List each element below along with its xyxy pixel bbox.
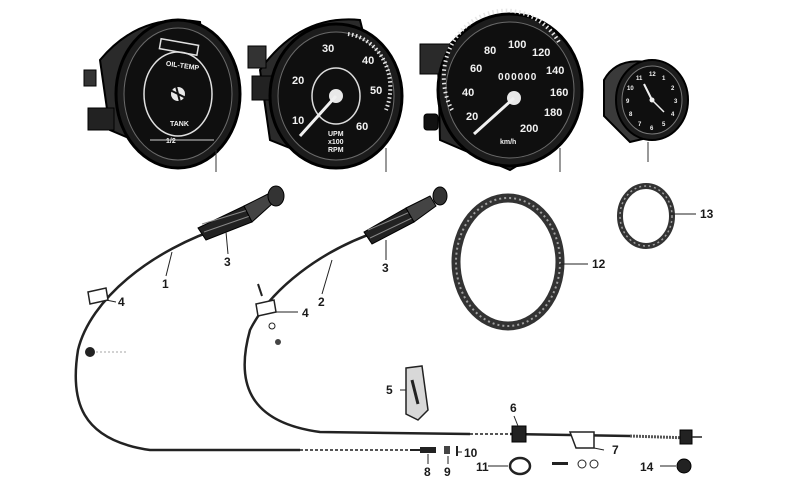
speed-scale-20: 20 (466, 111, 478, 123)
odometer-readout: 000000 (498, 72, 537, 83)
oil-temp-label: OIL-TEMP (165, 61, 199, 73)
tach-scale-20: 20 (292, 75, 304, 87)
clock-4: 4 (671, 112, 675, 118)
speed-scale-180: 180 (544, 107, 562, 119)
speed-scale-160: 160 (550, 87, 568, 99)
pin-10 (456, 446, 458, 456)
tach-scale-60: 60 (356, 121, 368, 133)
speed-scale-140: 140 (546, 65, 564, 77)
clock-10: 10 (627, 86, 634, 92)
callout-9: 9 (444, 465, 451, 479)
callout-11: 11 (476, 460, 489, 474)
clamp-ring-11 (508, 456, 532, 476)
tachometer: 10 20 30 40 50 60 UPM x100 RPM (247, 18, 404, 172)
speed-scale-200: 200 (520, 123, 538, 135)
clock-8: 8 (629, 112, 633, 118)
callout-8: 8 (424, 465, 431, 479)
callout-13: 13 (700, 207, 714, 221)
bracket-7 (568, 431, 595, 449)
clock-1: 1 (662, 76, 666, 82)
callout-14: 14 (640, 460, 654, 474)
callout-4-left: 4 (118, 295, 125, 309)
clock-5: 5 (662, 122, 666, 128)
callout-6: 6 (510, 401, 517, 415)
clock-7: 7 (638, 122, 642, 128)
oil-fuel-gauge: OIL-TEMP TANK 1/2 (83, 18, 242, 172)
clock-11: 11 (636, 76, 643, 82)
speedometer: 20 40 60 80 100 120 140 160 180 200 0000… (419, 8, 584, 172)
callout-5: 5 (386, 383, 393, 397)
cap-14 (676, 458, 692, 474)
screw-9 (444, 446, 450, 454)
tach-scale-40: 40 (362, 55, 374, 67)
speed-scale-40: 40 (462, 87, 474, 99)
cable-clip-5 (405, 365, 429, 421)
callout-12: 12 (592, 257, 606, 271)
clock: 12 1 2 3 4 5 6 7 8 9 10 11 (603, 59, 689, 162)
clock-seal-ring (617, 183, 675, 249)
callout-1: 1 (162, 277, 169, 291)
callout-7: 7 (612, 443, 619, 457)
tach-scale-50: 50 (370, 85, 382, 97)
callout-2: 2 (318, 295, 325, 309)
grommet-6 (511, 425, 527, 443)
tach-scale-10: 10 (292, 115, 304, 127)
callout-4-right: 4 (302, 306, 309, 320)
tach-unit-rpm: RPM (328, 147, 344, 154)
callout-10: 10 (464, 446, 478, 460)
clock-2: 2 (671, 86, 675, 92)
tank-fraction-label: 1/2 (166, 138, 176, 145)
callout-labels: 1 2 3 3 4 4 5 6 7 8 9 10 11 12 13 14 (118, 207, 714, 479)
clock-12: 12 (649, 72, 656, 78)
speed-scale-60: 60 (470, 63, 482, 75)
clock-6: 6 (650, 126, 654, 132)
tach-unit-x100: x100 (328, 139, 344, 146)
speed-unit-label: km/h (500, 139, 516, 146)
speed-scale-100: 100 (508, 39, 526, 51)
speed-scale-80: 80 (484, 45, 496, 57)
speed-scale-120: 120 (532, 47, 550, 59)
tach-scale-30: 30 (322, 43, 334, 55)
tank-label: TANK (170, 121, 189, 128)
callout-3-left: 3 (224, 255, 231, 269)
tach-unit-upm: UPM (328, 131, 344, 138)
callout-3-right: 3 (382, 261, 389, 275)
sleeve-8 (420, 447, 436, 453)
speedometer-seal-ring (451, 193, 565, 331)
bolt-nut-set (552, 459, 599, 469)
leader-lines (105, 213, 696, 467)
speedometer-cable (243, 186, 702, 445)
clock-9: 9 (626, 99, 630, 105)
clock-3: 3 (674, 99, 678, 105)
